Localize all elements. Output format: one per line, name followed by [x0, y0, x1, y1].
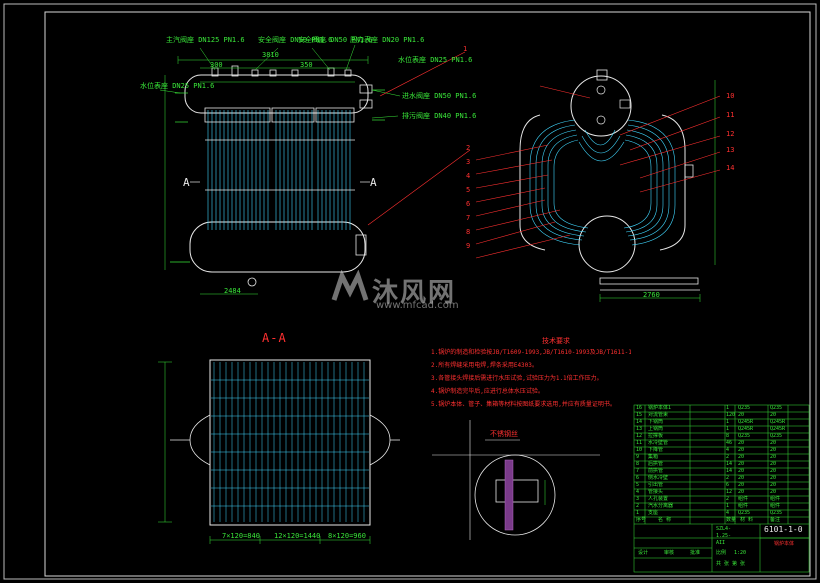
- nozzle-label: 压力表座 DN20 PN1.6: [350, 36, 425, 44]
- note-line: 1.锅炉的制造和检验按JB/T1609-1993,JB/T1610-1993及J…: [431, 349, 631, 356]
- lower-drum: [189, 221, 366, 273]
- nozzle-label: 水位表座 DN25 PN1.6: [398, 56, 473, 64]
- note-line: 4.锅炉制造完毕后,应进行总体水压试验。: [431, 388, 544, 395]
- dim-lower-length: 2484: [224, 287, 241, 295]
- nozzle-label: 进水阀座 DN50 PN1.6: [402, 92, 477, 100]
- watermark-url: www.mfcad.com: [376, 300, 459, 311]
- callout-number: 10: [726, 92, 735, 100]
- side-elevation-view: [367, 51, 721, 302]
- callout-number: 9: [466, 242, 471, 250]
- inner-frame: [44, 11, 811, 577]
- technical-notes: 技术要求 1.锅炉的制造和检验按JB/T1609-1993,JB/T1610-1…: [431, 336, 631, 411]
- side-water-wall-tubes: [529, 119, 676, 246]
- side-upper-drum: [570, 75, 632, 137]
- tb-title: 锅炉本体: [774, 541, 795, 547]
- upper-drum: [184, 74, 369, 114]
- notes-title: 技术要求: [542, 337, 570, 345]
- nozzle-label: 安全阀座 DN50 PN1.6: [258, 36, 333, 44]
- nozzle-label: 水位表座 DN25 PN1.6: [140, 82, 215, 90]
- section-mark-right: A: [370, 176, 377, 189]
- callout-number: 3: [466, 158, 471, 166]
- detail-label: 不锈钢丝: [490, 430, 518, 438]
- title-block-grid: [633, 404, 810, 573]
- callout-number: 2: [466, 144, 471, 152]
- detail-view: [432, 420, 600, 540]
- callout-number: 6: [466, 200, 471, 208]
- callout-number: 8: [466, 228, 471, 236]
- section-tube-grid: [211, 362, 369, 522]
- dim-bottom: 8×120=960: [328, 532, 366, 540]
- section-a-a-view: [158, 359, 400, 544]
- nozzle-label: 排污阀座 DN40 PN1.6: [402, 112, 477, 120]
- callout-number: 7: [466, 214, 471, 222]
- side-lower-drum: [578, 215, 636, 273]
- dim-pitch: 300: [210, 61, 223, 69]
- dim-bottom: 12×120=1440: [274, 532, 321, 540]
- tb-header: 序号名 称数量材 料备注: [636, 517, 781, 523]
- note-line: 5.锅炉本体、管子、集箱等材料按图纸要求选用,并应有质量证明书。: [431, 401, 616, 408]
- callout-number: 4: [466, 172, 471, 180]
- callout-number: 12: [726, 130, 735, 138]
- note-line: 3.各管接头焊接后需进行水压试验,试验压力为1.1倍工作压力。: [431, 375, 603, 382]
- note-line: 2.所有焊缝采用电焊,焊条采用E4303。: [431, 362, 538, 369]
- outer-frame: [3, 3, 817, 580]
- callout-number: 14: [726, 164, 735, 172]
- drum-nozzles: [211, 65, 373, 287]
- dim-side-width: 2760: [643, 291, 660, 299]
- front-elevation-view: [159, 44, 401, 295]
- callout-number: 5: [466, 186, 471, 194]
- callout-number: 13: [726, 146, 735, 154]
- watermark-cn-logo: 沐风网: [372, 278, 457, 308]
- callout-number: 11: [726, 111, 735, 119]
- nozzle-label: 安全阀座 DN50 PN1.6: [298, 36, 373, 44]
- callout-number: 1: [463, 45, 468, 53]
- dim-bottom: 7×120=840: [222, 532, 260, 540]
- tb-number: 6101-1-0: [764, 525, 803, 534]
- dim-pitch: 350: [300, 61, 313, 69]
- nozzle-label: 主汽阀座 DN125 PN1.6: [166, 36, 245, 44]
- section-mark-left: A: [183, 176, 190, 189]
- dim-drum-length: 3810: [262, 51, 279, 59]
- tb-sheet: 共 张 第 张: [716, 561, 746, 567]
- convection-tube-bank: [207, 110, 351, 230]
- tb-model: SZL4-1.25-AII: [716, 526, 732, 546]
- section-title: A-A: [262, 331, 287, 345]
- mfcad-logo: [331, 270, 369, 301]
